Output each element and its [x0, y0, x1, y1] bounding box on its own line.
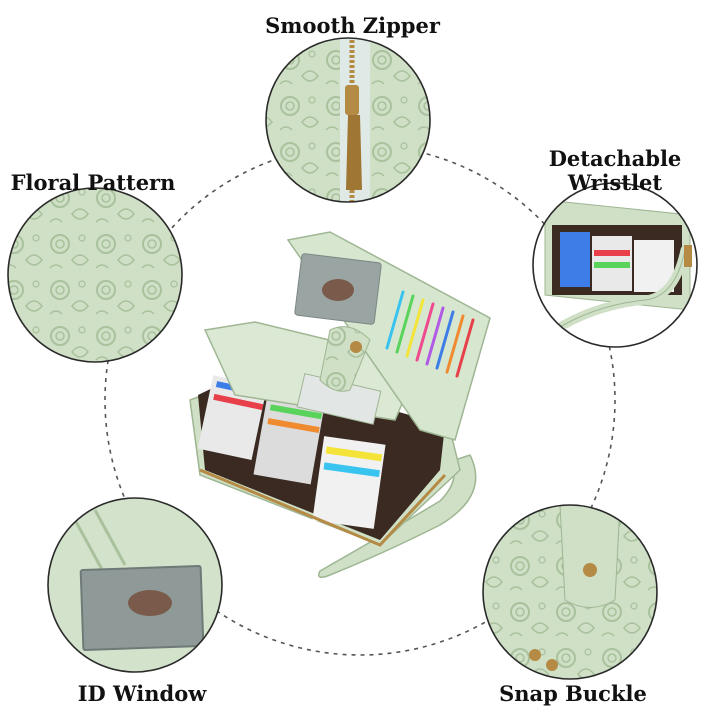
card-slot-stripe	[445, 314, 465, 374]
dashed-ring	[104, 144, 616, 656]
card-slot-stripe	[415, 302, 435, 362]
id-window-label: ID Window	[77, 681, 207, 706]
card-slot-stripes	[385, 290, 475, 378]
card-slot-stripe	[455, 318, 475, 378]
card-slot-stripe	[395, 294, 415, 354]
snap-button-icon	[583, 563, 597, 577]
zipper-callout	[265, 37, 431, 203]
card-slot-stripe	[405, 298, 425, 358]
card-slot-stripe	[385, 290, 405, 350]
snap-callout	[482, 504, 658, 680]
smooth-zipper-label: Smooth Zipper	[265, 13, 440, 38]
floral-pattern-label: Floral Pattern	[10, 170, 176, 195]
card-slot-stripe	[435, 310, 455, 370]
zipper-pull-icon	[346, 115, 362, 190]
id-window-callout	[47, 497, 223, 673]
detachable-wristlet-label: Detachable Wristlet	[548, 146, 682, 195]
card-slot-stripe	[425, 306, 445, 366]
floral-callout	[7, 187, 183, 363]
wallet-main	[189, 231, 491, 578]
wristlet-callout	[532, 182, 698, 348]
clasp-icon	[684, 245, 692, 267]
snap-buckle-label: Snap Buckle	[499, 681, 647, 706]
